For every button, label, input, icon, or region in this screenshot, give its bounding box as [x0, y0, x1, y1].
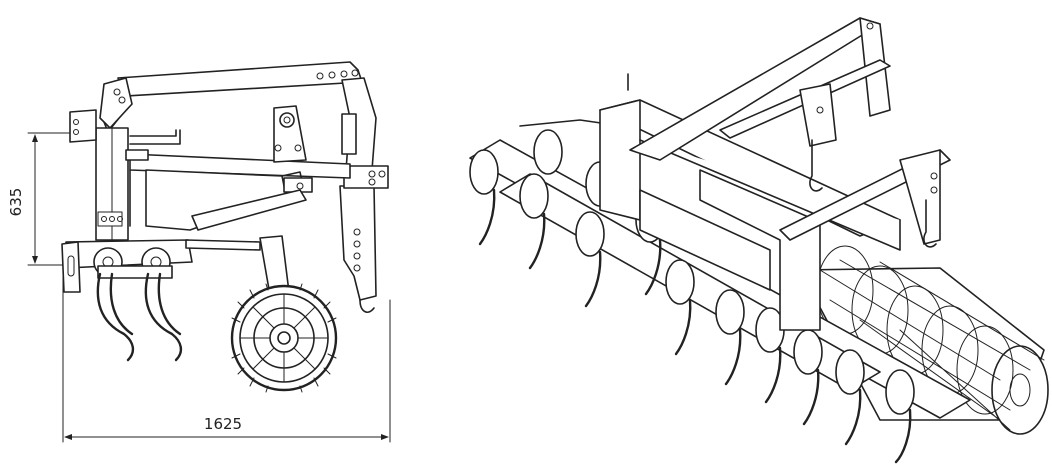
- central-mast: [273, 105, 307, 163]
- tine-bar: [61, 239, 261, 362]
- width-dimension: 1625: [62, 269, 391, 443]
- depth-wheel: [230, 235, 338, 393]
- height-dimension: 635: [7, 132, 99, 266]
- width-dimension-label: 1625: [204, 415, 242, 433]
- height-dimension-label: 635: [7, 188, 25, 217]
- upper-arm: [99, 61, 363, 133]
- front-post: [69, 109, 181, 241]
- side-view: 635 1625: [7, 61, 391, 443]
- isometric-view: [469, 17, 1049, 464]
- rear-hitch: [339, 77, 389, 313]
- main-frame: [129, 153, 351, 231]
- a-frame: [627, 17, 951, 248]
